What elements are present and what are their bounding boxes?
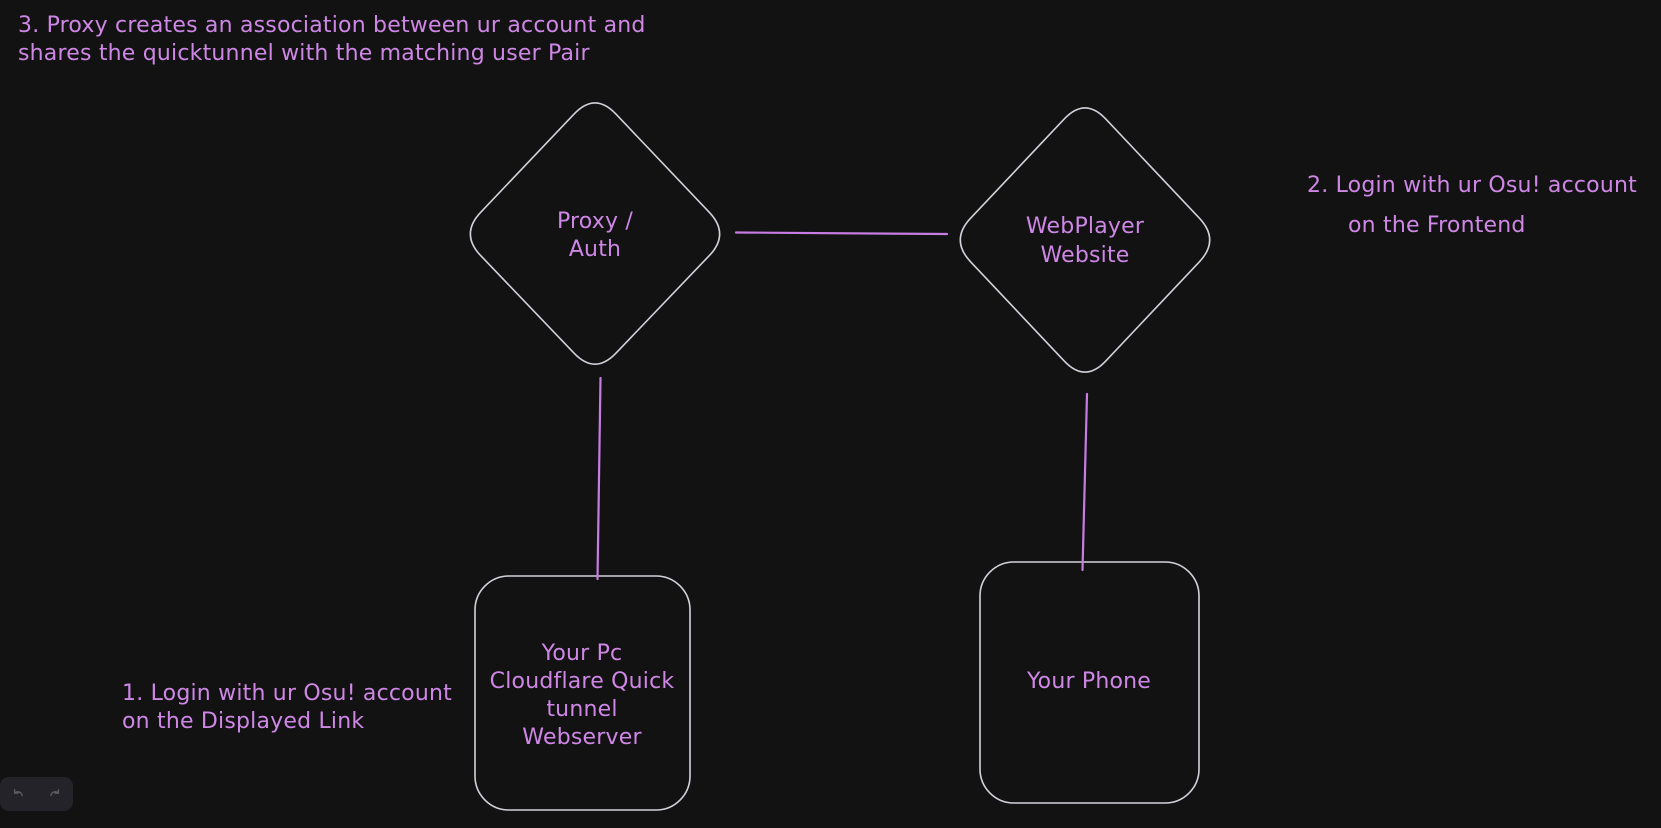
undo-redo-panel [0,777,73,811]
label-webplayer-website: WebPlayer Website [1025,214,1145,268]
diamond-proxy-auth[interactable] [469,102,721,365]
undo-arrow-icon [14,789,24,797]
note-step-2-line2[interactable]: on the Frontend [1348,213,1526,238]
label-proxy-auth: Proxy / Auth [556,209,634,262]
note-step-3[interactable]: 3. Proxy creates an association between … [18,13,646,66]
note-step-1[interactable]: 1. Login with ur Osu! account on the Dis… [122,681,452,734]
note-step-2-line1[interactable]: 2. Login with ur Osu! account [1307,173,1637,198]
connector-proxy-to-webplayer[interactable] [734,231,949,236]
connector-webplayer-to-your-phone[interactable] [1081,392,1089,572]
undo-button[interactable] [4,781,32,807]
rect-your-phone[interactable] [979,561,1200,804]
redo-button[interactable] [41,781,69,807]
connector-proxy-to-your-pc[interactable] [596,376,602,581]
redo-arrow-icon [49,789,59,797]
diamond-webplayer-website[interactable] [959,107,1211,373]
rect-your-pc-webserver[interactable] [474,575,691,811]
label-your-pc-webserver: Your Pc Cloudflare Quick tunnel Webserve… [489,641,675,750]
label-your-phone: Your Phone [1026,669,1152,694]
